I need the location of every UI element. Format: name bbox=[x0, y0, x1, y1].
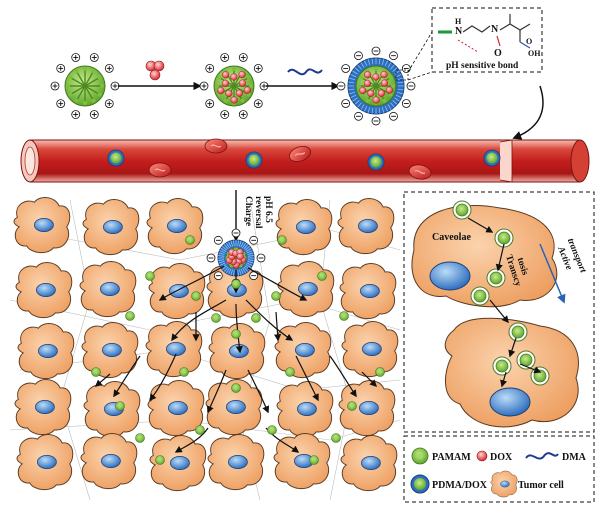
legend-pamam-label: PAMAM bbox=[432, 452, 471, 463]
tumor-cell bbox=[146, 198, 204, 255]
pamam-particle bbox=[347, 401, 357, 411]
legend-tumor-cell-label: Tumor cell bbox=[518, 480, 564, 491]
pdma-dox-nanoparticle bbox=[336, 46, 416, 126]
pamam-particle bbox=[375, 367, 385, 377]
circulating-nanoparticles bbox=[107, 149, 501, 171]
pamam-particle bbox=[195, 425, 205, 435]
pamam-particle bbox=[331, 433, 341, 443]
pdma-dox-particle bbox=[483, 149, 501, 167]
tumor-cell bbox=[340, 435, 398, 492]
pamam-particle bbox=[91, 367, 101, 377]
tumor-cell bbox=[338, 380, 396, 437]
tumor-cell bbox=[145, 321, 203, 378]
chem-nitrogen-amide: N bbox=[491, 24, 499, 35]
tumor-cell bbox=[81, 322, 139, 379]
vesicle-pamam bbox=[486, 268, 506, 288]
pamam-particle bbox=[231, 279, 241, 289]
pamam-particle bbox=[115, 401, 125, 411]
vesicle-pamam bbox=[452, 200, 472, 220]
inset-cell-lower bbox=[444, 317, 579, 428]
pamam-particle bbox=[125, 311, 135, 321]
legend-dma-icon bbox=[525, 452, 559, 460]
tumor-cell bbox=[80, 433, 138, 490]
svg-text:Charge: Charge bbox=[243, 196, 253, 226]
red-blood-cells bbox=[148, 138, 432, 180]
pdma-dox-particle bbox=[107, 149, 125, 167]
chem-oxygen-acid: O bbox=[526, 37, 532, 46]
svg-text:reversal: reversal bbox=[253, 196, 263, 229]
dox-molecules bbox=[145, 60, 165, 81]
pamam-particle bbox=[211, 313, 221, 323]
tumor-cell bbox=[17, 323, 75, 380]
charge-reversal-label: Charge reversal pH 6.5 bbox=[243, 196, 273, 229]
pamam-particle bbox=[277, 235, 287, 245]
legend-dma-label: DMA bbox=[562, 452, 587, 463]
active-transport-arrow bbox=[539, 243, 566, 304]
tumor-cell bbox=[207, 434, 265, 491]
chem-oxygen: O bbox=[494, 48, 502, 59]
pamam-particle bbox=[309, 455, 319, 465]
pdma-dox-particle bbox=[245, 151, 263, 169]
tumor-cell bbox=[13, 197, 71, 254]
caveolae-label: Caveolae bbox=[432, 232, 471, 243]
vesicle-pamam bbox=[508, 322, 528, 342]
pamam-particle bbox=[185, 235, 195, 245]
pamam-particle bbox=[267, 425, 277, 435]
pamam-particle bbox=[251, 313, 261, 323]
chem-hydrogen: H bbox=[455, 17, 462, 26]
red-blood-cell bbox=[408, 164, 432, 180]
dma-chain bbox=[287, 68, 323, 76]
red-blood-cell bbox=[288, 146, 312, 162]
transcytosis-inset: Caveolae Transcy tosis Active transport bbox=[403, 191, 595, 433]
inset-nucleus-upper bbox=[429, 261, 471, 291]
legend-dox-icon bbox=[476, 450, 488, 462]
pamam-particle bbox=[179, 367, 189, 377]
tumor-cell bbox=[147, 380, 205, 437]
tumor-cell bbox=[82, 199, 140, 256]
legend: PAMAM DOX DMA PDMA/DOX Tumor cell bbox=[403, 435, 595, 503]
inset-nucleus-lower bbox=[489, 387, 531, 417]
tumor-cell-grid bbox=[13, 197, 399, 492]
pamam-particle bbox=[285, 367, 295, 377]
tumor-cell bbox=[79, 261, 137, 318]
svg-text:pH 6.5: pH 6.5 bbox=[263, 196, 273, 223]
pdma-dox-particle bbox=[367, 153, 385, 171]
tumor-cell bbox=[83, 381, 141, 438]
pamam-particle bbox=[231, 383, 241, 393]
pamam-dox-complex bbox=[199, 53, 269, 119]
ph-sensitive-bond-label: pH sensitive bond bbox=[446, 61, 519, 71]
legend-tumor-cell-icon bbox=[490, 470, 518, 498]
pamam-dendrimer-positive bbox=[50, 53, 120, 119]
legend-pdma-dox-icon bbox=[410, 474, 430, 494]
pamam-particle bbox=[271, 291, 281, 301]
pamam-particle bbox=[339, 311, 349, 321]
chem-nitrogen-amine: N bbox=[455, 26, 463, 37]
legend-dox-label: DOX bbox=[490, 452, 513, 463]
tumor-cell bbox=[276, 381, 334, 438]
pamam-particle bbox=[155, 455, 165, 465]
tumor-cell bbox=[14, 379, 72, 436]
pamam-particle bbox=[145, 271, 155, 281]
legend-pamam-icon bbox=[411, 447, 429, 465]
chem-hydroxyl: OH bbox=[528, 49, 541, 58]
tumor-cell bbox=[275, 199, 333, 256]
vesicle-pamam bbox=[470, 286, 490, 306]
legend-pdma-dox-label: PDMA/DOX bbox=[432, 480, 488, 491]
arrow-to-bloodstream bbox=[512, 85, 544, 140]
tumor-cell bbox=[337, 198, 395, 255]
red-blood-cell bbox=[204, 138, 228, 154]
pamam-particle bbox=[231, 329, 241, 339]
ph-sensitive-bond-box: N H N O O OH pH sensitive bond bbox=[395, 7, 543, 81]
tumor-cell bbox=[341, 321, 399, 378]
pamam-particle bbox=[191, 291, 201, 301]
tumor-cell bbox=[15, 262, 73, 319]
vesicle-pamam bbox=[492, 356, 512, 376]
red-blood-cell bbox=[148, 162, 172, 178]
diffusion-arrows bbox=[94, 265, 378, 453]
tumor-cell bbox=[16, 434, 74, 491]
pamam-particle bbox=[135, 433, 145, 443]
pamam-particle bbox=[317, 271, 327, 281]
tumor-cell bbox=[339, 263, 397, 320]
